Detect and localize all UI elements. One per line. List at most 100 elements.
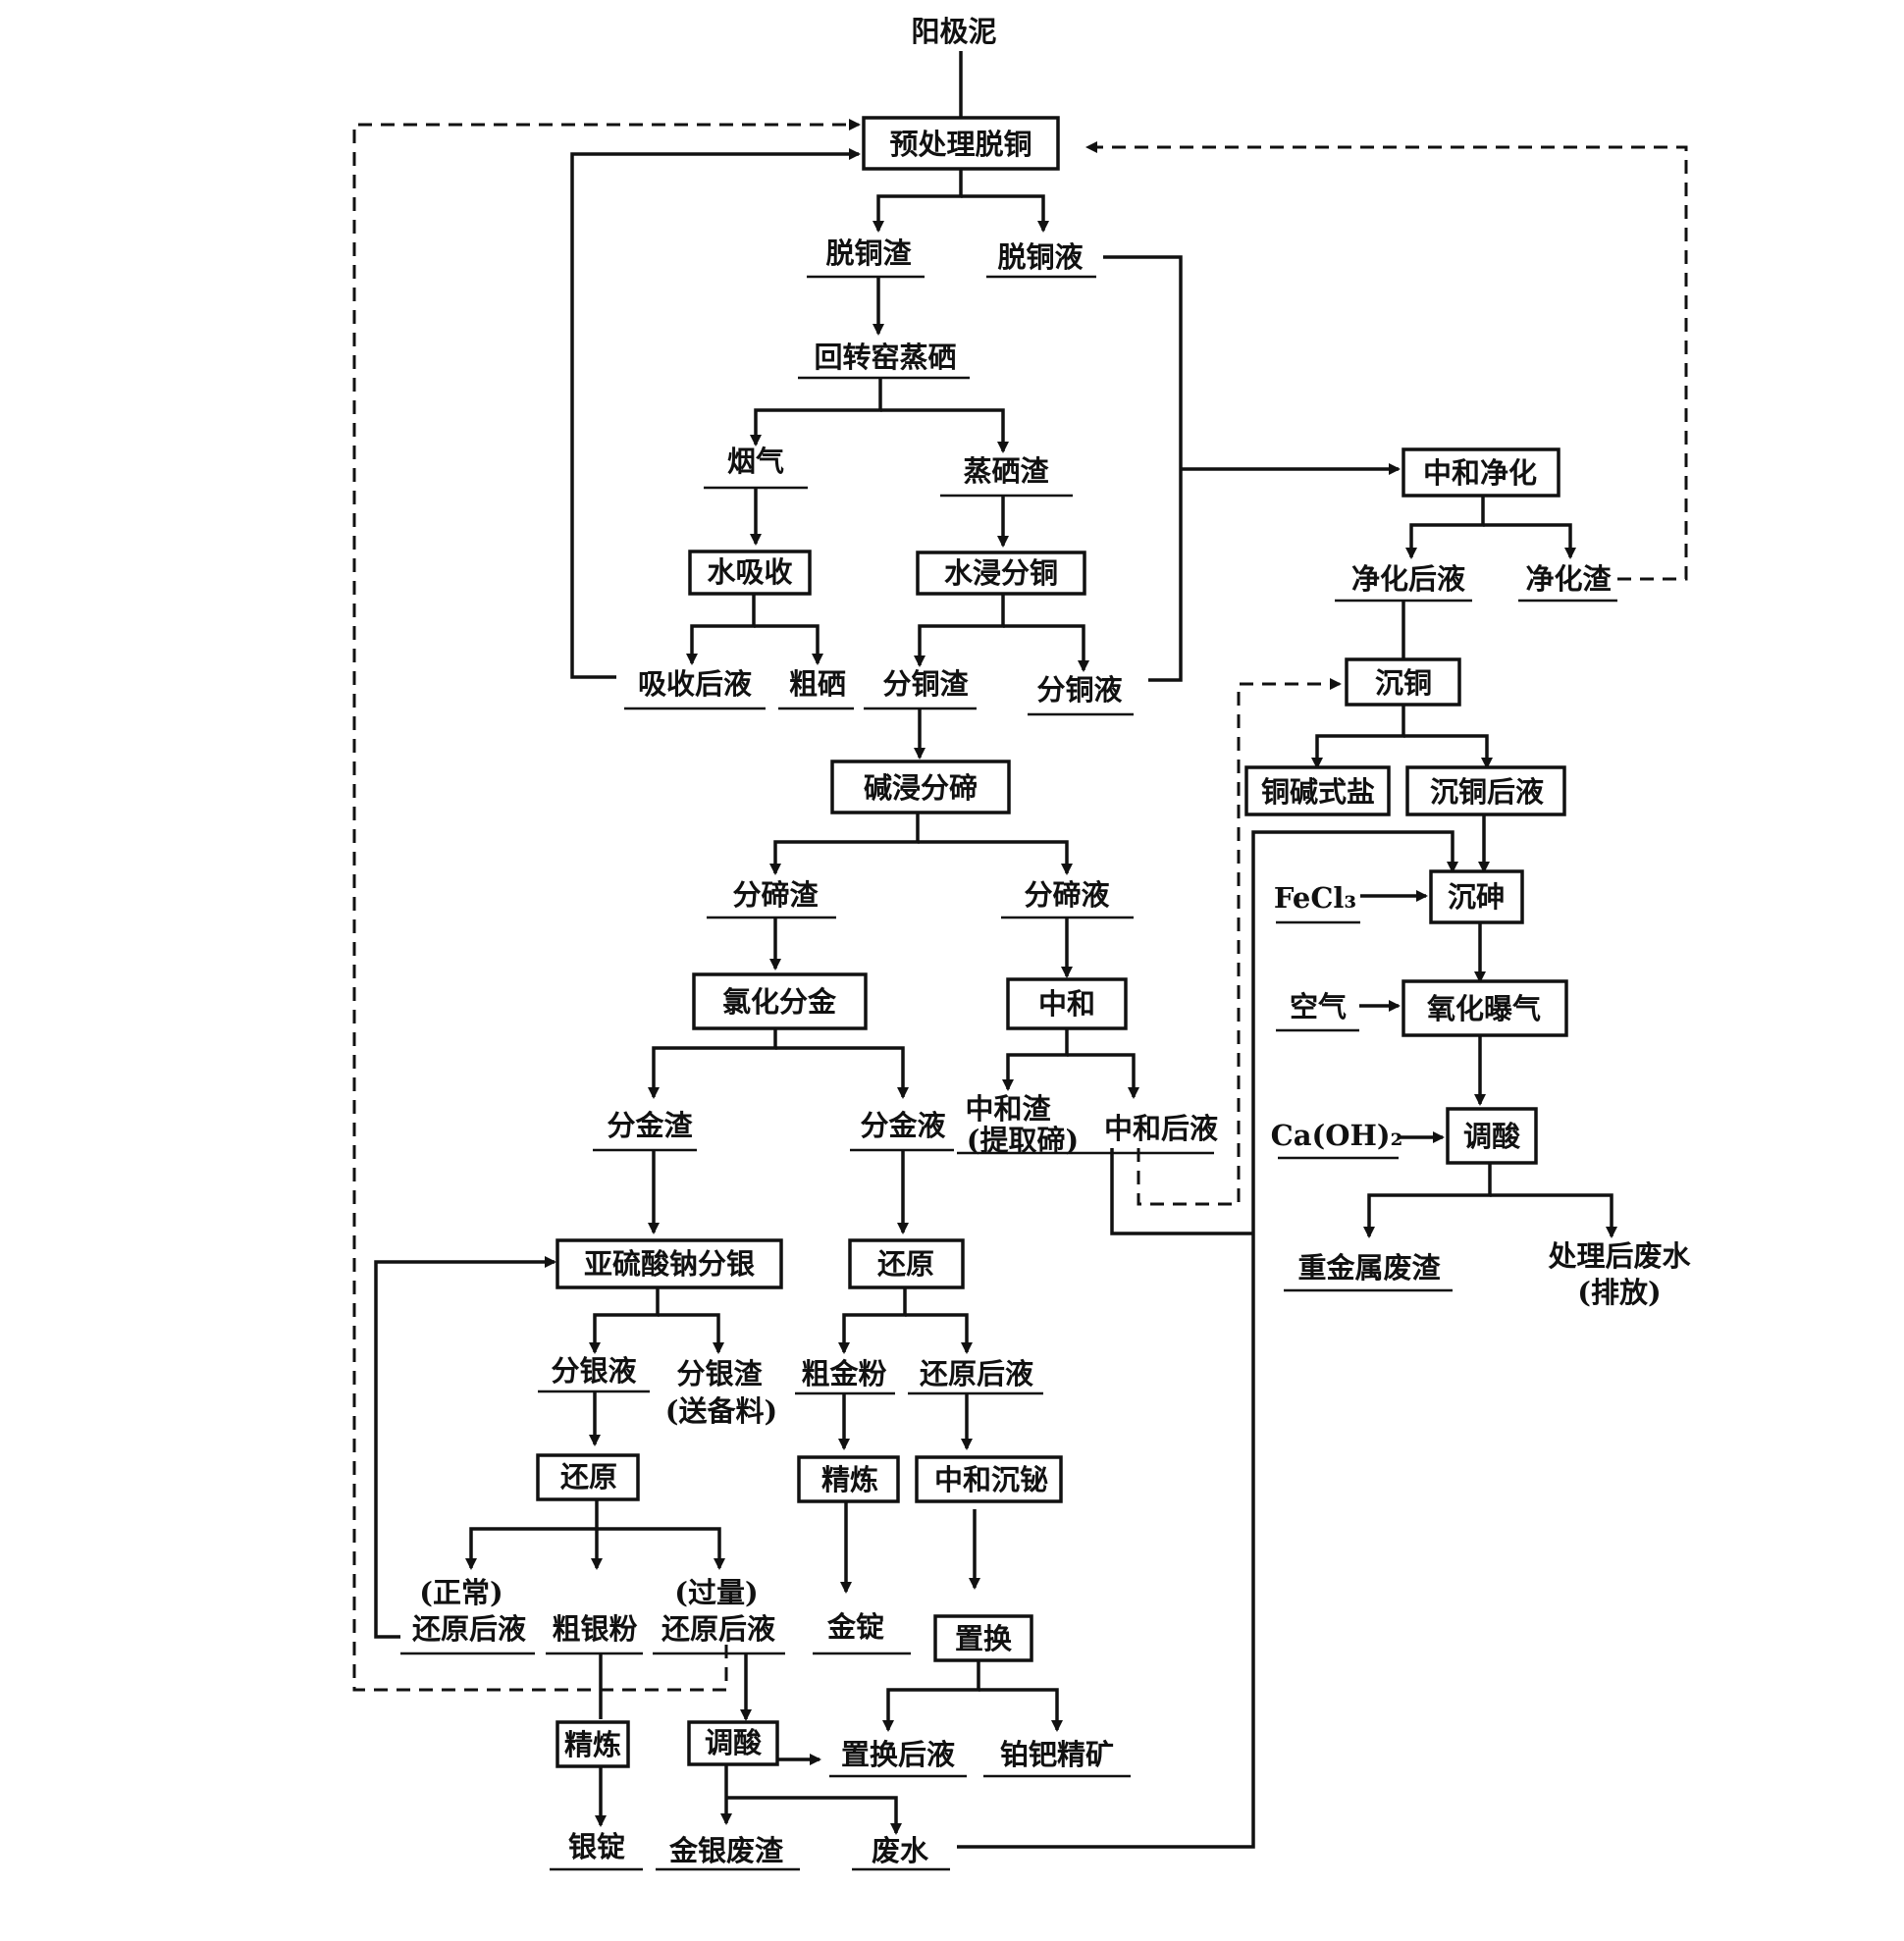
label-te-solution: 分碲液	[1024, 878, 1109, 912]
label-neut-residue: 中和渣	[965, 1092, 1051, 1126]
label-discharge: (排放)	[1577, 1276, 1661, 1309]
box-reduce-au	[848, 1238, 965, 1289]
label-oxidation-aeration: 氧化曝气	[1426, 992, 1541, 1025]
label-au-residue: 分金渣	[607, 1109, 693, 1142]
conn	[374, 1256, 556, 1639]
label-pt-pd-concentrate: 铂钯精矿	[1000, 1738, 1114, 1771]
labels: 阳极泥 预处理脱铜 脱铜渣 脱铜液 回转窑蒸硒 烟气 蒸硒渣 水吸收 水浸分铜 …	[412, 15, 1692, 1867]
label-crude-au-powder: 粗金粉	[801, 1357, 886, 1390]
box-refine-au	[797, 1455, 900, 1503]
conn	[597, 1527, 725, 1570]
box-neut-bi	[915, 1455, 1063, 1503]
conn	[686, 594, 756, 665]
boxes	[536, 116, 1568, 1768]
box-cu-after	[1405, 765, 1566, 816]
conn	[880, 408, 1009, 453]
underlines	[400, 275, 1617, 1871]
conn	[570, 148, 861, 679]
label-neutralize: 中和	[1038, 987, 1095, 1021]
conn	[882, 1660, 980, 1732]
box-cu-salt	[1244, 765, 1391, 816]
dashed-conn	[352, 119, 861, 1692]
conn	[957, 830, 1458, 1849]
box-replace	[933, 1614, 1033, 1662]
label-pretreat-decopper: 预处理脱铜	[889, 128, 1031, 161]
label-normal-solution: 还原后液	[412, 1612, 526, 1646]
box-leach-cu	[916, 551, 1086, 596]
conn	[1003, 624, 1089, 672]
conn	[1405, 496, 1485, 559]
label-as-precip: 沉砷	[1448, 880, 1505, 914]
label-ag-solution: 分银液	[551, 1354, 636, 1388]
conn	[838, 1287, 907, 1354]
label-crude-se: 粗硒	[789, 667, 846, 701]
conn	[754, 624, 823, 665]
label-rotary-kiln: 回转窑蒸硒	[814, 341, 956, 374]
box-sulfite	[555, 1238, 783, 1289]
box-reduce-ag	[536, 1453, 640, 1501]
label-se-residue: 蒸硒渣	[963, 454, 1049, 488]
conn	[1067, 1053, 1139, 1099]
label-fecl3: FeCl₃	[1274, 881, 1356, 915]
conn	[1483, 523, 1576, 559]
label-cu-basic-salt: 铜碱式盐	[1261, 775, 1375, 809]
label-absorbed-solution: 吸收后液	[638, 667, 752, 701]
conn	[873, 169, 963, 233]
conn	[648, 1028, 777, 1099]
label-refining-ag: 精炼	[564, 1728, 621, 1761]
box-pre	[862, 116, 1060, 171]
label-reduced-solution: 还原后液	[920, 1357, 1033, 1390]
label-ag-ingot: 银锭	[568, 1830, 625, 1863]
box-water-abs	[688, 550, 812, 596]
conn	[1490, 1193, 1617, 1238]
box-as-ppt	[1429, 869, 1524, 924]
conn	[1103, 255, 1183, 682]
connectors	[374, 51, 1617, 1849]
dashed-connectors	[352, 119, 1688, 1692]
conn	[905, 1313, 973, 1354]
label-chlorination-au: 氯化分金	[722, 985, 837, 1019]
conn	[1311, 705, 1405, 769]
label-anode-slime: 阳极泥	[911, 15, 996, 48]
box-adj-acid1	[687, 1720, 779, 1766]
label-water-leach-cu: 水浸分铜	[944, 556, 1058, 590]
label-wastewater: 废水	[872, 1834, 929, 1867]
box-adj-acid2	[1446, 1107, 1538, 1165]
conn	[914, 594, 1005, 667]
label-alkali-leach-te: 碱浸分碲	[864, 771, 978, 805]
label-acid-adjust-2: 调酸	[1463, 1120, 1521, 1153]
conn	[1110, 1148, 1253, 1235]
box-chlor	[692, 972, 868, 1030]
label-air: 空气	[1290, 990, 1347, 1023]
label-reduction-au: 还原	[877, 1247, 934, 1281]
box-neutpur	[1402, 447, 1560, 498]
conn	[726, 1796, 902, 1835]
conn	[769, 810, 920, 875]
box-refine-ag	[555, 1720, 630, 1768]
label-replacement: 置换	[955, 1622, 1013, 1655]
label-decopper-residue: 脱铜渣	[825, 236, 912, 270]
label-decopper-solution: 脱铜液	[997, 240, 1083, 274]
label-excess: (过量)	[674, 1576, 758, 1609]
box-alk	[830, 760, 1011, 814]
label-refining-au: 精炼	[821, 1463, 878, 1496]
label-purify-residue: 净化渣	[1525, 562, 1612, 596]
label-crude-ag-powder: 粗银粉	[552, 1612, 637, 1646]
conn	[918, 840, 1073, 875]
label-neut-solution: 中和后液	[1104, 1112, 1218, 1145]
label-ag-residue-note: (送备料)	[665, 1394, 777, 1428]
label-cu-solution: 分铜液	[1036, 673, 1122, 707]
dashed-conn	[1085, 141, 1688, 581]
conn	[775, 1046, 909, 1099]
label-replaced-solution: 置换后液	[841, 1738, 955, 1771]
box-neut	[1006, 977, 1128, 1030]
label-te-residue: 分碲渣	[732, 878, 819, 912]
label-treated-wastewater: 处理后废水	[1547, 1239, 1691, 1273]
label-caoh2: Ca(OH)₂	[1271, 1119, 1403, 1152]
box-oxid	[1402, 979, 1568, 1037]
label-reduction-ag: 还原	[560, 1460, 617, 1494]
label-heavy-metal-slag: 重金属废渣	[1297, 1251, 1441, 1285]
label-au-ingot: 金锭	[826, 1610, 884, 1644]
conn	[961, 194, 1049, 233]
